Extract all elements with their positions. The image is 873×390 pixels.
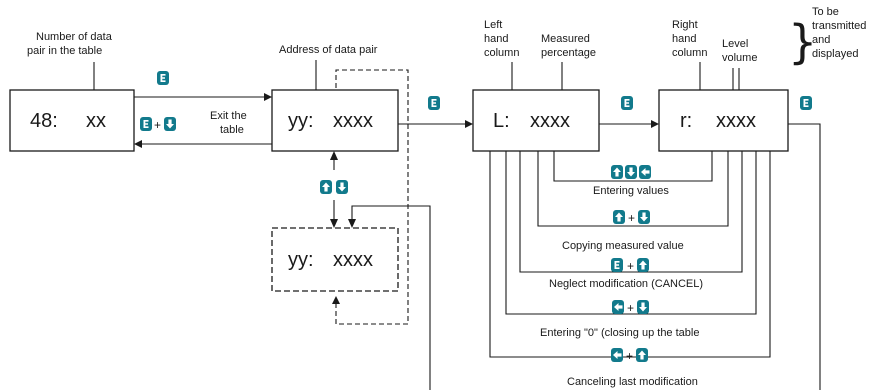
box-address-edit: yy: xxxx xyxy=(271,227,399,292)
svg-text:table: table xyxy=(220,124,244,136)
exit-key-combo: + xyxy=(140,117,176,132)
svg-text:volume: volume xyxy=(722,52,757,64)
up-key-icon xyxy=(320,180,332,194)
down-key-icon xyxy=(336,180,348,194)
brace-symbol: } xyxy=(788,15,817,69)
label-exit-table: Exit the table xyxy=(210,110,247,136)
enter-zero-keys: + xyxy=(612,300,649,315)
svg-text:Left: Left xyxy=(484,19,502,31)
svg-text:+: + xyxy=(627,301,634,315)
svg-text:Measured: Measured xyxy=(541,33,590,45)
action-label-0: Entering values xyxy=(593,185,669,197)
down-key-icon xyxy=(625,165,637,179)
down-key-icon xyxy=(637,300,649,314)
action-label-4: Canceling last modification xyxy=(567,376,698,388)
label-address-of-pair: Address of data pair xyxy=(279,44,378,56)
svg-text:+: + xyxy=(626,349,633,363)
enter-key-icon xyxy=(800,96,812,110)
svg-text:pair in the table: pair in the table xyxy=(27,45,102,57)
svg-text:Right: Right xyxy=(672,19,698,31)
svg-text:L:: L: xyxy=(493,110,510,132)
svg-text:displayed: displayed xyxy=(812,48,858,60)
svg-text:r:: r: xyxy=(680,110,692,132)
svg-text:Level: Level xyxy=(722,38,748,50)
cancel-keys: + xyxy=(611,258,649,273)
down-key-icon xyxy=(164,117,176,131)
enter-key-icon xyxy=(611,258,623,272)
svg-text:xxxx: xxxx xyxy=(333,110,373,132)
copy-keys: + xyxy=(613,210,650,225)
svg-text:xxxx: xxxx xyxy=(530,110,570,132)
svg-text:xxxx: xxxx xyxy=(333,249,373,271)
svg-text:+: + xyxy=(628,211,635,225)
svg-text:and: and xyxy=(812,34,830,46)
box-address: yy: xxxx xyxy=(271,89,399,152)
down-key-icon xyxy=(638,210,650,224)
enter-key-icon xyxy=(140,117,152,131)
svg-text:+: + xyxy=(154,118,161,132)
svg-text:column: column xyxy=(484,47,519,59)
box-table-count: 48: xx xyxy=(9,89,135,152)
action-label-1: Copying measured value xyxy=(562,240,684,252)
svg-text:To be: To be xyxy=(812,6,839,18)
label-to-be-transmitted: To be transmitted and displayed xyxy=(812,6,866,60)
left-key-icon xyxy=(639,165,651,179)
svg-text:yy:: yy: xyxy=(288,249,314,271)
svg-text:percentage: percentage xyxy=(541,47,596,59)
svg-text:yy:: yy: xyxy=(288,110,314,132)
action-label-3: Entering "0" (closing up the table xyxy=(540,327,699,339)
label-level-volume: Level volume xyxy=(722,38,757,64)
box-left-column: L: xxxx xyxy=(472,89,600,152)
svg-text:48:: 48: xyxy=(30,110,58,132)
svg-text:transmitted: transmitted xyxy=(812,20,866,32)
svg-text:xxxx: xxxx xyxy=(716,110,756,132)
svg-text:+: + xyxy=(627,259,634,273)
label-right-hand-column: Right hand column xyxy=(672,19,707,59)
enter-key-icon xyxy=(157,71,169,85)
label-left-hand-column: Left hand column xyxy=(484,19,519,59)
up-key-icon xyxy=(611,165,623,179)
svg-text:hand: hand xyxy=(484,33,508,45)
label-measured-percentage: Measured percentage xyxy=(541,33,596,59)
left-key-icon xyxy=(612,300,624,314)
label-number-of-pairs: Number of data pair in the table xyxy=(27,31,113,57)
svg-text:hand: hand xyxy=(672,33,696,45)
up-key-icon xyxy=(637,258,649,272)
entering-values-keys xyxy=(611,165,651,179)
svg-text:Number of data: Number of data xyxy=(36,31,113,43)
up-down-key-combo xyxy=(320,180,348,194)
svg-text:Exit the: Exit the xyxy=(210,110,247,122)
svg-text:xx: xx xyxy=(86,110,106,132)
box-right-column: r: xxxx xyxy=(658,89,789,152)
left-key-icon xyxy=(611,348,623,362)
action-label-2: Neglect modification (CANCEL) xyxy=(549,278,703,290)
enter-key-icon xyxy=(428,96,440,110)
enter-key-icon xyxy=(621,96,633,110)
up-key-icon xyxy=(636,348,648,362)
up-key-icon xyxy=(613,210,625,224)
cancel-last-keys: + xyxy=(611,348,648,363)
svg-text:column: column xyxy=(672,47,707,59)
